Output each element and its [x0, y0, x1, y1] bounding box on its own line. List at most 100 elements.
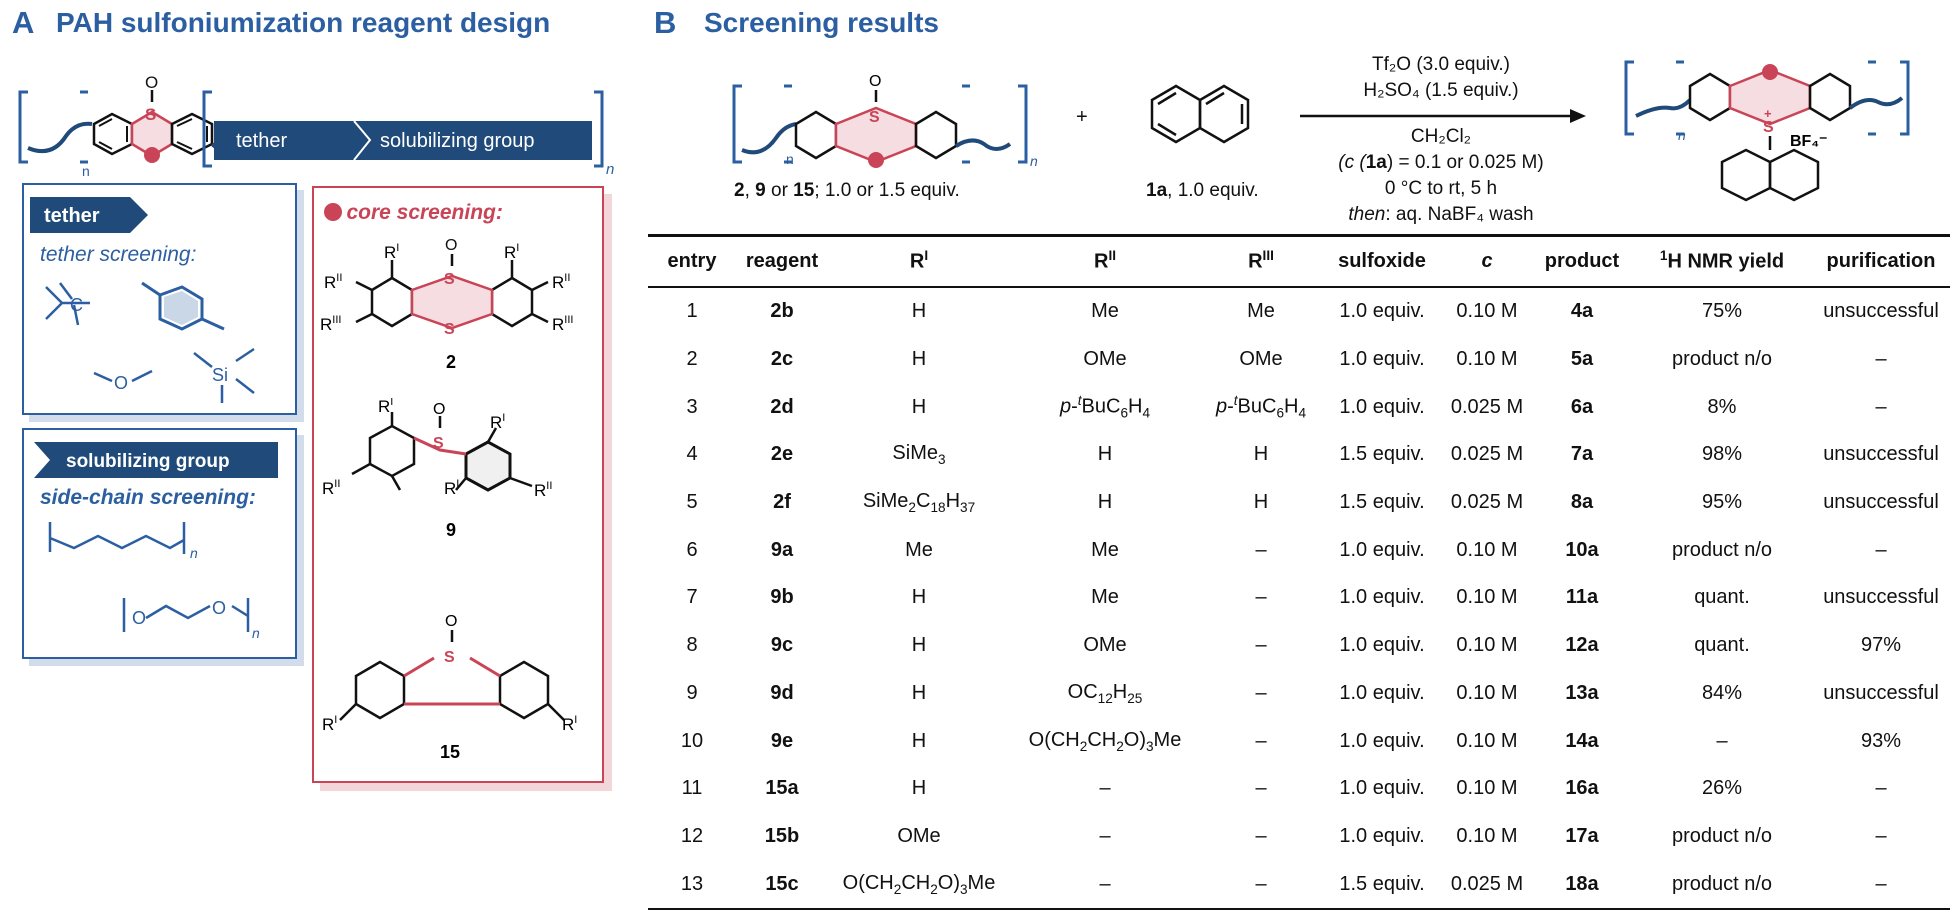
table-cell-r1: H — [911, 777, 927, 800]
plus-sign: + — [1076, 106, 1088, 128]
svg-text:O: O — [212, 598, 226, 618]
svg-text:S: S — [444, 321, 455, 338]
table-cell-nmr-yield: 95% — [1701, 491, 1743, 514]
table-cell-r1: H — [911, 634, 927, 657]
table-cell-purification: unsuccessful — [1823, 300, 1939, 323]
table-cell-nmr-yield: product n/o — [1632, 860, 1812, 910]
tether-tag: tether — [30, 197, 148, 233]
table-cell-nmr-yield: 8% — [1707, 395, 1737, 418]
table-cell-product: 5a — [1570, 348, 1594, 371]
table-cell-product: 12a — [1565, 634, 1599, 657]
table-cell-r1: Me — [905, 538, 933, 561]
banner-tether-label: tether — [236, 130, 287, 152]
header-entry: entry — [648, 236, 736, 288]
svg-text:n: n — [252, 625, 260, 641]
table-cell-r2: H — [1097, 491, 1113, 514]
svg-text:RIII: RIII — [320, 314, 341, 334]
table-cell-r2: Me — [1091, 300, 1119, 323]
table-cell-purification: unsuccessful — [1823, 491, 1939, 514]
table-cell-product: 4a — [1570, 300, 1594, 323]
table-cell-r3: – — [1200, 860, 1322, 910]
table-cell-r2: – — [1099, 824, 1111, 847]
tether-screening-caption: tether screening: — [40, 243, 197, 266]
n-label-right: n — [606, 161, 614, 178]
table-cell-c: 0.10 M — [1456, 634, 1518, 657]
table-cell-product: 8a — [1570, 491, 1594, 514]
table-cell-purification: 97% — [1860, 634, 1902, 657]
table-cell-reagent: 2c — [770, 348, 794, 371]
svg-text:RI: RI — [562, 714, 577, 734]
side-chain-structures: n O O n — [48, 522, 260, 641]
table-cell-r3: – — [1255, 586, 1267, 609]
table-cell-c: 0.025 M — [1442, 860, 1532, 910]
table-cell-r3: H — [1253, 491, 1269, 514]
svg-text:Si: Si — [212, 365, 228, 385]
table-cell-r3: OMe — [1239, 348, 1283, 371]
table-cell-r2: – — [1099, 777, 1111, 800]
table-cell-nmr-yield: 98% — [1701, 443, 1743, 466]
table-cell-c: 0.025 M — [1450, 443, 1524, 466]
table-cell-purification: – — [1875, 538, 1887, 561]
table-cell-sulfoxide: 1.0 equiv. — [1339, 348, 1425, 371]
table-cell-r1: SiMe3 — [892, 442, 946, 468]
svg-text:S: S — [433, 435, 444, 452]
svg-text:O: O — [445, 237, 457, 254]
table-cell-nmr-yield: product n/o — [1671, 824, 1773, 847]
core-structure-15: S O RI RI 15 — [322, 613, 577, 762]
svg-text:O: O — [869, 73, 881, 90]
table-cell-reagent: 2d — [770, 395, 794, 418]
table-cell-r1: H — [911, 681, 927, 704]
table-cell-entry: 6 — [686, 538, 698, 561]
table-cell-purification: – — [1875, 395, 1887, 418]
core-structure-2: S S O RI RI RII RII RIII RIII 2 — [320, 237, 573, 372]
table-cell-reagent: 2b — [770, 300, 794, 323]
table-cell-reagent: 2f — [773, 491, 791, 514]
svg-text:RII: RII — [322, 478, 340, 498]
table-cell-entry: 4 — [686, 443, 698, 466]
table-cell-purification: – — [1875, 777, 1887, 800]
svg-text:S: S — [869, 109, 880, 126]
table-cell-r3: Me — [1247, 300, 1275, 323]
svg-text:RI: RI — [490, 412, 505, 432]
table-cell-r3: – — [1255, 538, 1267, 561]
svg-text:RI: RI — [322, 714, 337, 734]
panel-a-core-structure: n S O tether solubilizing group n — [18, 73, 614, 179]
panel-a-letter: A — [12, 5, 35, 40]
svg-text:+: + — [1764, 106, 1772, 121]
table-cell-product: 14a — [1565, 729, 1599, 752]
solubilizing-box: solubilizing group side-chain screening:… — [22, 428, 297, 659]
table-cell-r1: SiMe2C18H37 — [862, 490, 976, 516]
table-cell-r1: O(CH2CH2O)3Me — [828, 860, 1010, 910]
side-chain-screening-caption: side-chain screening: — [40, 486, 256, 509]
table-cell-r2: O(CH2CH2O)3Me — [1028, 728, 1182, 754]
panel-b-title: Screening results — [704, 7, 939, 38]
red-dot-icon — [324, 203, 342, 221]
naphthalene-structure — [1150, 84, 1250, 144]
svg-text:S: S — [1763, 119, 1774, 136]
header-product: product — [1532, 236, 1632, 288]
table-cell-nmr-yield: quant. — [1694, 586, 1750, 609]
table-cell-r2: OMe — [1083, 634, 1127, 657]
svg-text:2: 2 — [446, 352, 456, 372]
table-cell-purification: 93% — [1860, 729, 1902, 752]
table-cell-nmr-yield: quant. — [1694, 634, 1750, 657]
table-cell-r2: OMe — [1083, 348, 1127, 371]
svg-text:O: O — [114, 373, 128, 393]
panel-b-letter: B — [654, 5, 677, 40]
table-cell-sulfoxide: 1.0 equiv. — [1339, 777, 1425, 800]
header-sulfoxide: sulfoxide — [1322, 236, 1442, 288]
table-cell-entry: 7 — [686, 586, 698, 609]
table-cell-product: 10a — [1565, 538, 1599, 561]
table-cell-reagent: 9b — [770, 586, 794, 609]
screening-results-table: entry reagent RI RII RIII sulfoxide c pr… — [648, 236, 1950, 910]
svg-text:S: S — [145, 105, 156, 124]
naphthalene-caption: 1a, 1.0 equiv. — [1146, 180, 1259, 201]
svg-text:tether: tether — [44, 205, 100, 227]
svg-text:RII: RII — [324, 272, 342, 292]
table-cell-entry: 5 — [686, 491, 698, 514]
condition-h2so4: H₂SO₄ (1.5 equiv.) — [1363, 80, 1519, 101]
svg-text:RIII: RIII — [552, 314, 573, 334]
